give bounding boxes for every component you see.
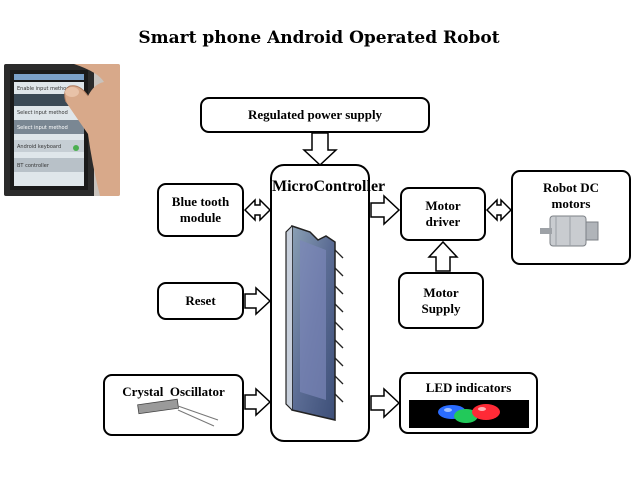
dc-motor-illustration <box>540 215 599 247</box>
motor-driver-arrow <box>370 194 401 226</box>
phone-line-5: BT controller <box>17 163 50 169</box>
bluetooth-label: Blue tooth module <box>171 194 230 225</box>
crystal-arrow <box>244 387 272 417</box>
phone-line-1: Enable input method <box>17 86 69 92</box>
reset-arrow <box>244 286 272 316</box>
led-arrow <box>370 387 401 419</box>
motor-supply-arrow <box>427 240 459 272</box>
motor-driver-label: Motor driver <box>425 198 461 229</box>
motor-driver-block: Motor driver <box>400 187 486 241</box>
robot-arrow <box>485 198 513 222</box>
bluetooth-block: Blue tooth module <box>157 183 244 237</box>
power-supply-label: Regulated power supply <box>247 107 383 123</box>
diagram-title: Smart phone Android Operated Robot <box>138 28 500 48</box>
bluetooth-arrow <box>243 198 272 222</box>
motor-supply-label: Motor Supply <box>421 284 461 316</box>
power-supply-block: Regulated power supply <box>200 97 430 133</box>
robot-label: Robot DC motors <box>543 180 599 211</box>
reset-label: Reset <box>185 293 216 309</box>
power-arrow <box>302 132 338 167</box>
reset-block: Reset <box>157 282 244 320</box>
phone-line-3: Select input method <box>17 125 68 131</box>
led-illustration <box>409 400 529 428</box>
phone-line-4: Android keyboard <box>17 144 61 150</box>
chip-illustration <box>285 224 344 421</box>
led-label: LED indicators <box>425 380 512 395</box>
crystal-label: Crystal Oscillator <box>122 384 225 399</box>
crystal-illustration <box>137 398 219 427</box>
motor-supply-block: Motor Supply <box>398 272 484 329</box>
microcontroller-label: MicroController <box>272 178 386 195</box>
phone-photo: Enable input method Select input method … <box>4 64 120 196</box>
phone-line-2: Select input method <box>17 110 68 116</box>
